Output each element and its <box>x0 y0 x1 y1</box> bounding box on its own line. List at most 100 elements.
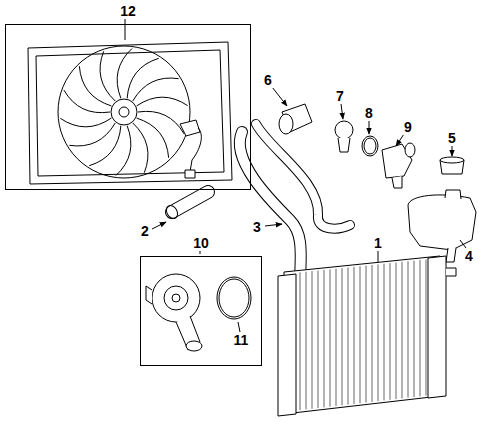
fan-blades <box>60 49 187 176</box>
leader-line <box>396 134 404 146</box>
fan-blade <box>133 123 148 173</box>
radiator-fin <box>324 270 325 407</box>
fan-blade <box>117 49 132 99</box>
radiator-fin <box>330 269 331 406</box>
fan-blade <box>138 111 184 134</box>
reservoir-outlet <box>446 248 456 262</box>
radiator-fin <box>372 265 373 402</box>
callout-number: 6 <box>263 72 273 88</box>
radiator-inlet <box>446 268 456 276</box>
radiator-fin <box>348 267 349 404</box>
radiator-fins <box>300 259 426 410</box>
hose-3b-outline <box>256 124 350 229</box>
reservoir-neck <box>445 190 461 199</box>
fan-ring <box>58 46 190 178</box>
hose-2-fill <box>172 192 208 212</box>
radiator-left-tank <box>278 274 296 416</box>
radiator-fin <box>390 263 391 400</box>
radiator-fin <box>312 271 313 409</box>
radiator-fin <box>306 272 307 410</box>
callout-number: 3 <box>252 219 262 235</box>
hose-3a-fill <box>240 132 301 285</box>
leader-line <box>238 322 240 332</box>
callout-number: 4 <box>464 248 474 264</box>
radiator-fin <box>420 260 421 396</box>
radiator-fin <box>384 264 385 401</box>
callout-number: 7 <box>335 88 345 104</box>
fan-blade <box>100 51 115 101</box>
radiator-fin <box>408 261 409 397</box>
fan-blade <box>137 97 188 106</box>
fan-connector <box>180 120 200 136</box>
callout-number: 9 <box>403 119 413 135</box>
coolant-reservoir <box>408 195 476 250</box>
pump-pulley <box>164 286 188 310</box>
fan-blade <box>116 126 131 176</box>
pump-outlet-end <box>186 341 202 351</box>
o-ring <box>362 136 378 156</box>
o-ring-inner <box>364 138 376 154</box>
leader-line <box>452 146 453 156</box>
pump-shaft <box>172 294 180 302</box>
fan-shroud <box>28 42 232 184</box>
wire-plug <box>185 170 195 178</box>
outlet-base <box>392 176 402 188</box>
housing-outlet <box>279 114 293 134</box>
fan-blade <box>60 118 111 127</box>
hose-3b-fill <box>256 124 350 229</box>
callout-number: 2 <box>140 223 150 239</box>
callout-number: 10 <box>191 235 211 251</box>
leader-line <box>265 224 282 226</box>
fan-blade <box>137 118 169 158</box>
fan-wire <box>190 128 201 172</box>
radiator-fin <box>342 268 343 405</box>
callout-number: 5 <box>447 130 457 146</box>
hose-2-end <box>164 203 180 220</box>
radiator-fin <box>414 261 415 397</box>
leader-line <box>272 87 287 106</box>
fan-blade <box>127 58 159 98</box>
fan-blade <box>79 66 111 106</box>
callout-number: 8 <box>364 105 374 121</box>
part-group-box: 10 <box>140 256 262 366</box>
fan-blade <box>64 90 110 113</box>
radiator-fin <box>402 262 403 398</box>
leader-line <box>369 121 370 134</box>
leader-line <box>460 240 466 248</box>
leader-line <box>341 104 343 119</box>
callout-number: 12 <box>118 3 138 19</box>
radiator-right-tank <box>428 256 446 398</box>
thermostat-stem <box>338 138 350 152</box>
radiator <box>284 256 440 414</box>
radiator-fin <box>300 272 301 410</box>
part-group-box: 12 <box>5 24 251 190</box>
hose-2-outline <box>172 192 208 212</box>
thermostat <box>335 121 353 139</box>
fan-blade <box>89 126 121 166</box>
leader-line <box>125 16 126 40</box>
outlet-port <box>405 143 415 157</box>
hose-3a-outline <box>240 132 301 285</box>
radiator-fin <box>360 266 361 403</box>
radiator-fin <box>378 264 379 401</box>
radiator-fin <box>366 266 367 403</box>
leader-line <box>378 251 379 262</box>
radiator-fin <box>354 267 355 404</box>
pump-o-ring <box>217 277 251 319</box>
pump-body <box>152 274 200 322</box>
radiator-fin <box>426 259 427 395</box>
pump-flange <box>146 286 152 304</box>
radiator-fin <box>318 271 319 409</box>
pump-o-ring-inner <box>219 279 249 317</box>
callout-number: 1 <box>373 235 383 251</box>
leader-line <box>152 222 166 229</box>
radiator-fin <box>336 269 337 406</box>
fan-hub <box>111 99 137 125</box>
callout-number: 11 <box>233 332 250 348</box>
fan-hub-center <box>119 107 129 117</box>
radiator-fin <box>396 263 397 400</box>
cap-top <box>440 157 464 163</box>
shroud-inner <box>36 50 224 176</box>
